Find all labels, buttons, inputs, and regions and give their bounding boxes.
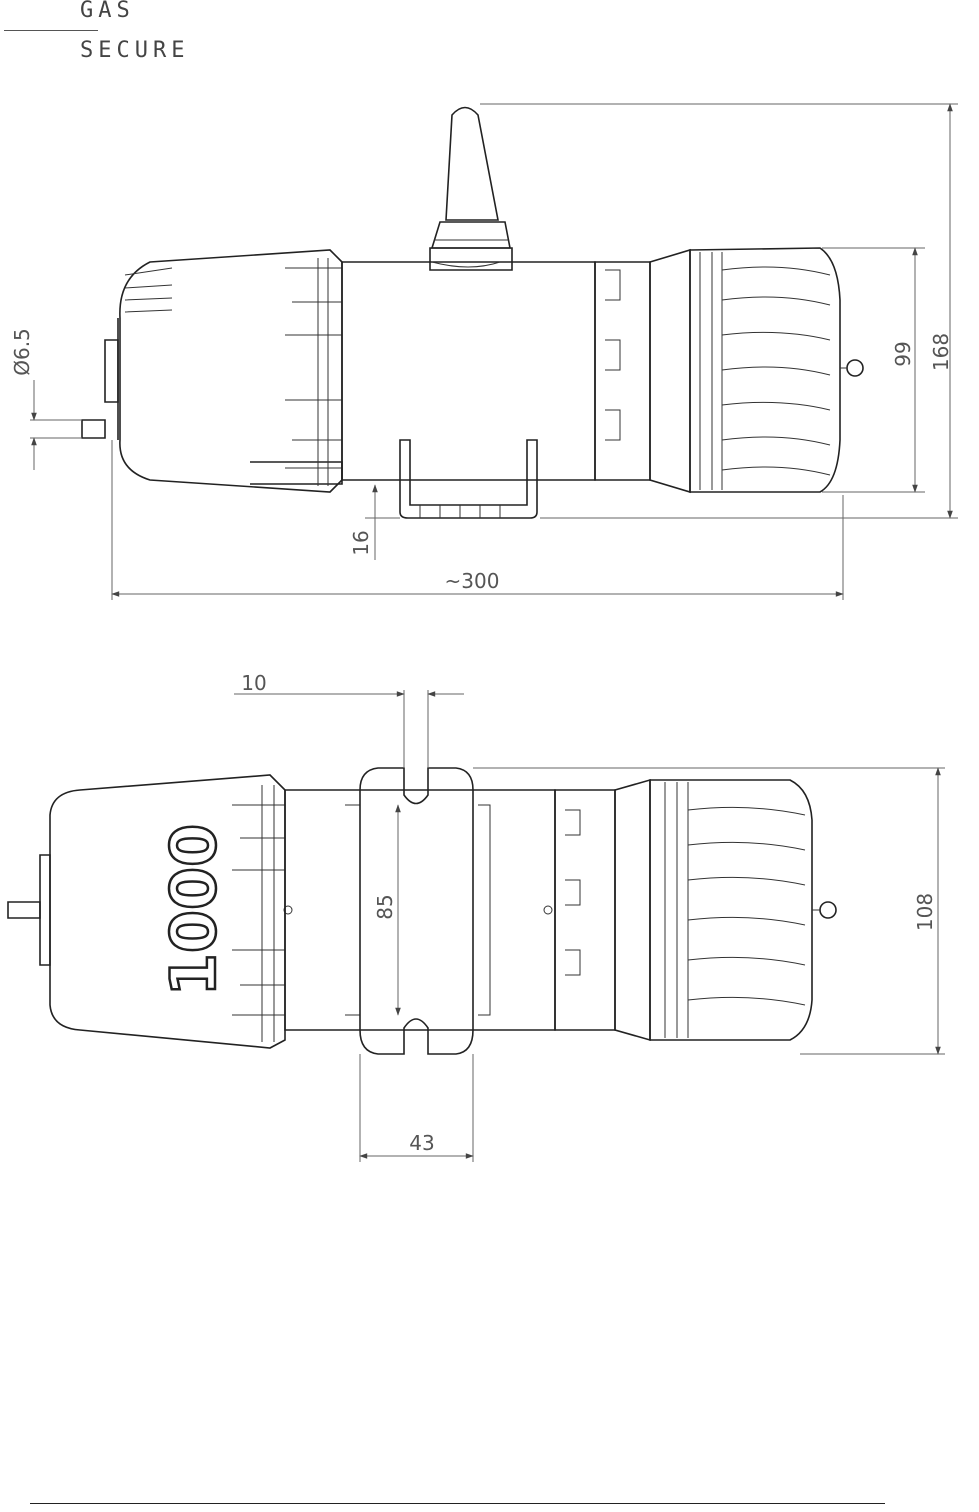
sensor-head bbox=[595, 248, 863, 492]
side-extension-lines bbox=[30, 104, 958, 600]
top-dimension-lines bbox=[234, 694, 938, 1156]
dim-bracket-offset: 16 bbox=[349, 530, 373, 555]
dim-bracket-width: 43 bbox=[409, 1131, 434, 1155]
dim-slot-spacing: 85 bbox=[373, 894, 397, 919]
top-body bbox=[285, 790, 555, 1030]
top-extension-lines bbox=[360, 690, 945, 1162]
dim-overall-width: 108 bbox=[913, 893, 937, 931]
side-bracket bbox=[400, 440, 537, 518]
side-view: 168 99 Ø6.5 16 ~300 bbox=[10, 104, 958, 600]
footer-rule bbox=[30, 1503, 885, 1504]
dim-connector-diameter-value: 6.5 bbox=[10, 328, 34, 360]
top-sensor-head bbox=[555, 780, 836, 1040]
top-view: 1000 bbox=[8, 671, 945, 1162]
left-housing bbox=[82, 250, 342, 492]
dim-overall-length: ~300 bbox=[445, 569, 500, 593]
antenna bbox=[430, 108, 512, 263]
side-dimension-lines bbox=[34, 104, 950, 594]
body-marking-1000: 1000 bbox=[157, 824, 230, 997]
dim-head-height: 99 bbox=[891, 341, 915, 366]
central-body bbox=[342, 262, 595, 480]
dim-overall-height: 168 bbox=[929, 333, 953, 371]
dim-connector-diameter: Ø6.5 bbox=[10, 328, 34, 376]
dim-slot-width: 10 bbox=[241, 671, 266, 695]
top-left-housing bbox=[8, 775, 292, 1048]
diameter-symbol-icon: Ø bbox=[10, 360, 34, 376]
